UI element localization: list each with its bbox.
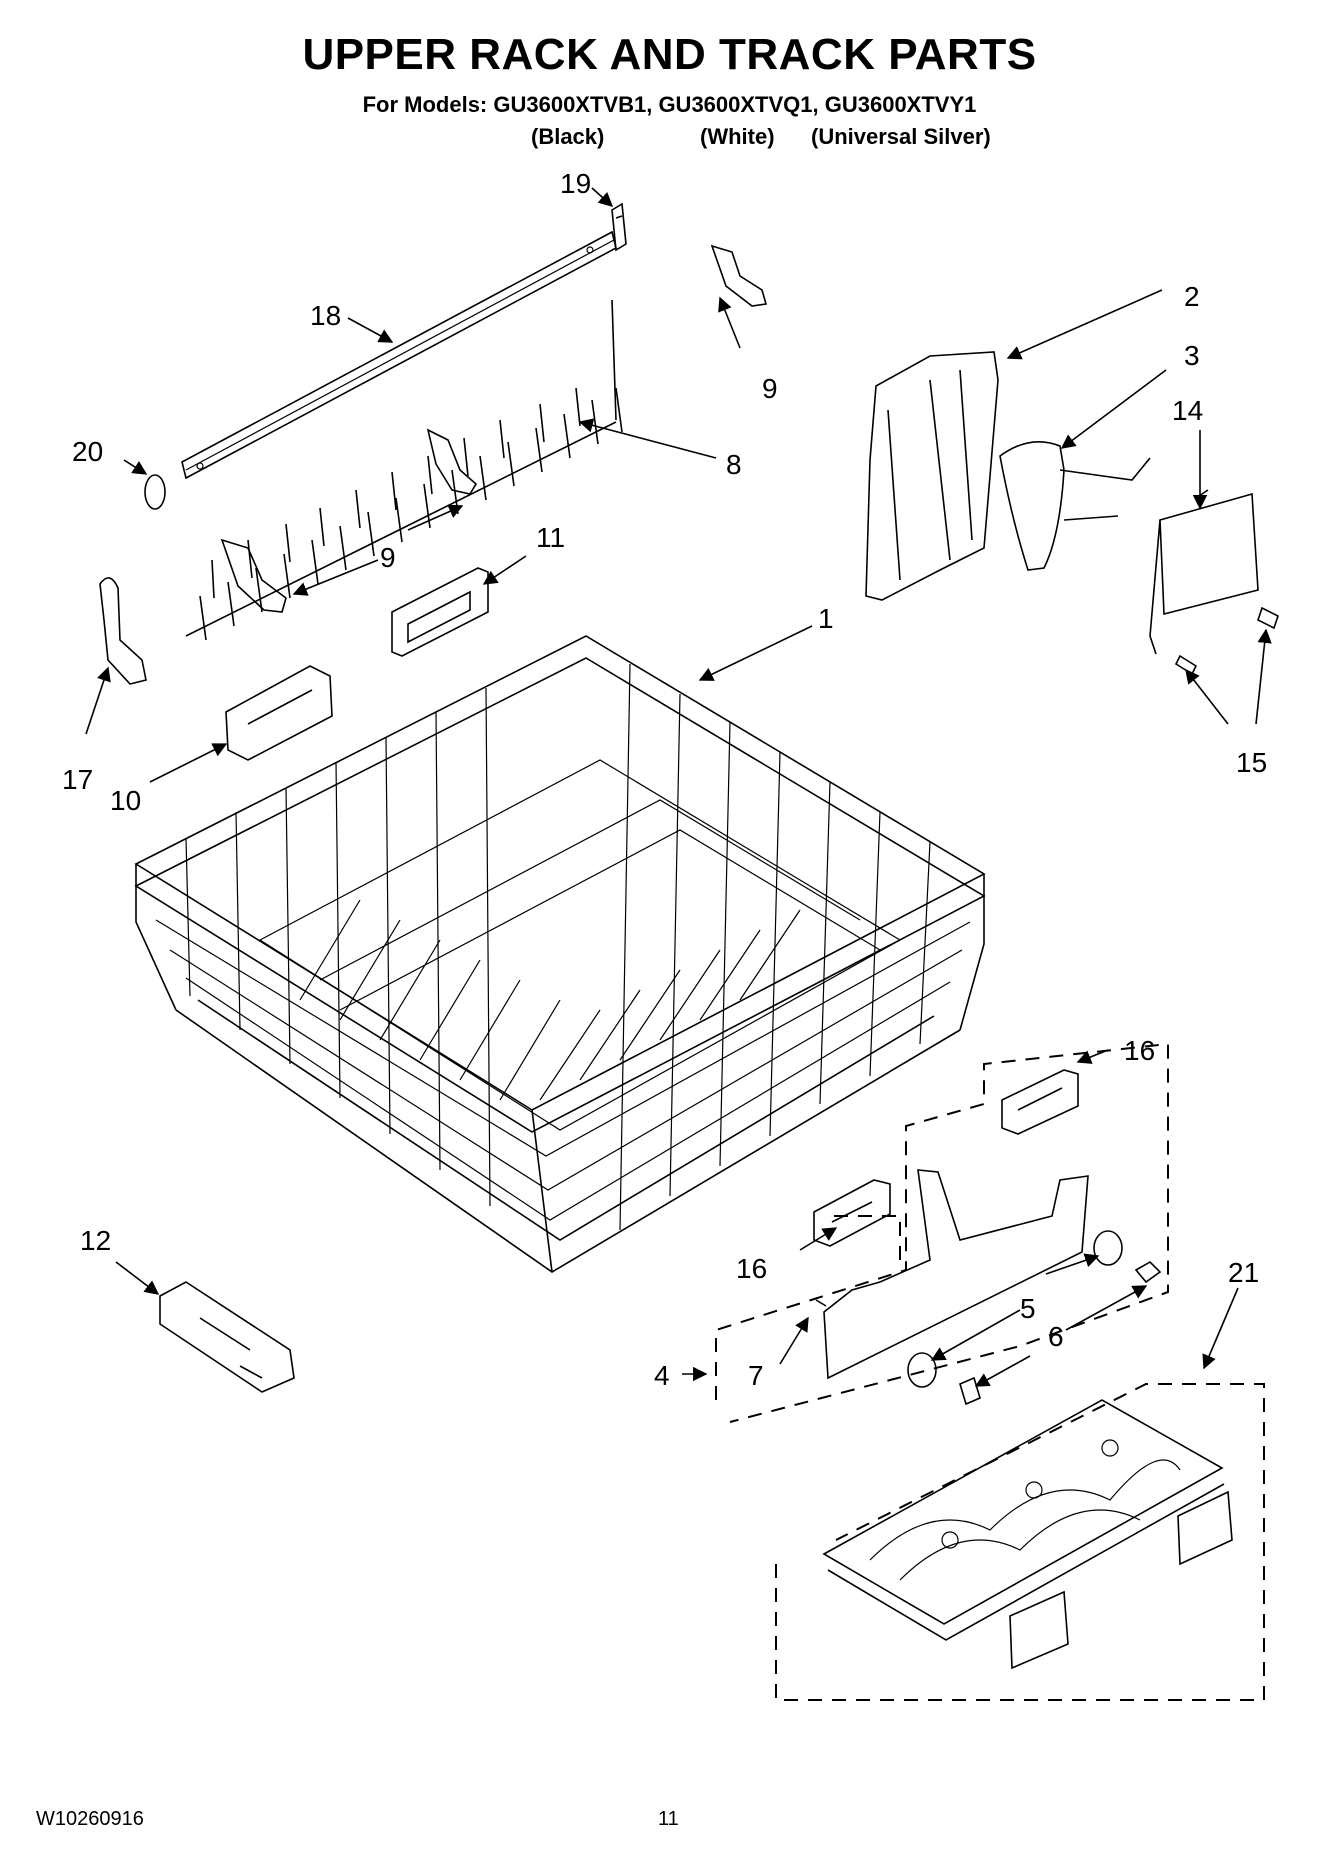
page-title: UPPER RACK AND TRACK PARTS: [302, 30, 1037, 79]
callout-5: 5: [1020, 1293, 1036, 1324]
part-end-clip: [611, 202, 627, 252]
part-upper-rack: [134, 635, 986, 1273]
callout-4: 4: [654, 1360, 670, 1391]
callout-18: 18: [310, 300, 341, 331]
callout-1: 1: [818, 603, 834, 634]
part-clip-9c: [426, 428, 478, 495]
part-screw-7: [815, 1299, 827, 1307]
callout-11: 11: [536, 522, 565, 553]
callout-16-lower: 16: [736, 1253, 767, 1284]
part-clip-9b: [220, 538, 287, 613]
part-axle-upper: [1134, 1261, 1162, 1284]
callout-17: 17: [62, 764, 93, 795]
callout-7: 7: [748, 1360, 764, 1391]
part-bracket-10: [225, 665, 333, 761]
callout-12: 12: [80, 1225, 111, 1256]
part-wheel-lower: [907, 1352, 937, 1388]
part-clip-16-lower: [813, 1179, 891, 1247]
part-wheel-upper: [1093, 1230, 1123, 1266]
callout-6: 6: [1048, 1321, 1064, 1352]
part-bracket-11: [391, 567, 489, 657]
callout-19: 19: [560, 168, 591, 199]
tray-21-outline: [775, 1383, 1265, 1701]
part-cover-14: [1149, 489, 1259, 655]
part-tray-21: [822, 1399, 1225, 1641]
callout-21: 21: [1228, 1257, 1259, 1288]
part-clip-17: [99, 577, 147, 685]
callout-9-upper: 9: [762, 373, 778, 404]
variant-white: (White): [700, 124, 775, 149]
callout-9-lower: 9: [380, 542, 396, 573]
assembly-16-link: [832, 1215, 901, 1260]
document-number: W10260916: [36, 1808, 144, 1830]
part-track-arm: [823, 1169, 1089, 1380]
model-list: For Models: GU3600XTVB1, GU3600XTVQ1, GU…: [362, 92, 977, 117]
callout-16-upper: 16: [1124, 1035, 1155, 1066]
callout-20: 20: [72, 436, 103, 467]
part-rail-bar: [181, 230, 617, 480]
page-number: 11: [658, 1808, 679, 1830]
part-clip-16-upper: [1001, 1069, 1079, 1135]
part-clip-9a: [710, 244, 768, 307]
part-tine-row: [185, 299, 623, 641]
callout-14: 14: [1172, 395, 1203, 426]
part-tray-clip-a: [1177, 1490, 1233, 1566]
callout-10: 10: [110, 785, 141, 816]
callout-8: 8: [726, 449, 742, 480]
part-tray-clip-b: [1009, 1590, 1069, 1670]
assembly-4-outline: [715, 1042, 1169, 1423]
variant-universal-silver: (Universal Silver): [811, 124, 991, 149]
callout-15: 15: [1236, 747, 1267, 778]
variant-black: (Black): [531, 124, 605, 149]
part-axle-lower: [959, 1376, 981, 1406]
leader-lines: [85, 187, 1272, 1387]
part-track-2: [865, 351, 999, 601]
part-bracket-12: [159, 1281, 295, 1393]
part-adjuster-3: [999, 440, 1151, 571]
callout-3: 3: [1184, 340, 1200, 371]
callout-2: 2: [1184, 281, 1200, 312]
part-end-cap: [144, 474, 166, 510]
